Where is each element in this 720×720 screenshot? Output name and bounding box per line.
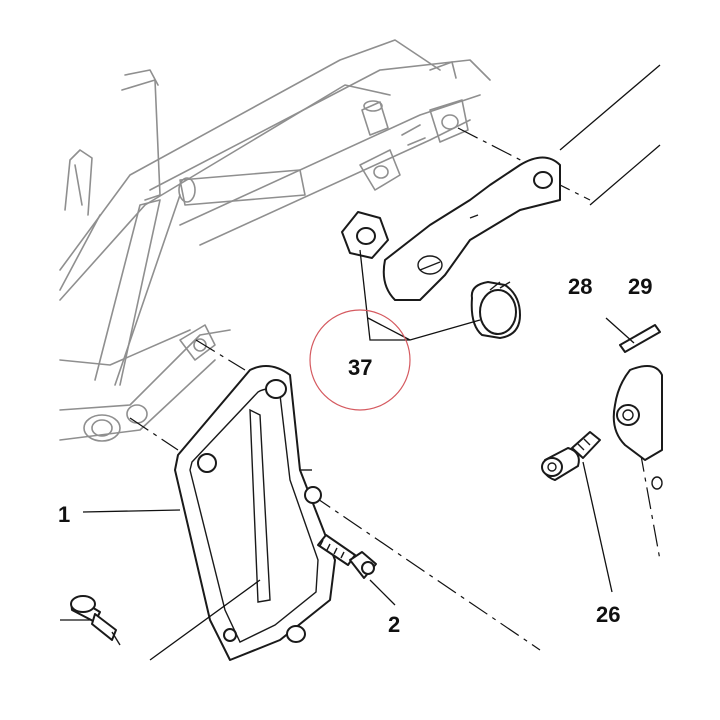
- leader-bottom: [149, 579, 261, 661]
- callout-28: 28: [568, 274, 592, 299]
- callout-1: 1: [58, 502, 70, 527]
- leader-2: [369, 579, 396, 606]
- highlight-ring: [309, 309, 411, 411]
- part-hex-nut: [341, 211, 389, 259]
- part-right-bracket: [612, 365, 663, 490]
- part-bolt: [317, 534, 377, 579]
- part-pin: [619, 324, 661, 353]
- part-pivot-pin: [70, 595, 121, 646]
- callout-26: 26: [596, 602, 620, 627]
- frame-structure: [59, 39, 491, 442]
- leader-lines: [60, 64, 661, 661]
- part-socket-screw: [541, 431, 601, 481]
- leader-right: [589, 144, 661, 206]
- leader-37b: [367, 317, 411, 341]
- leader-26: [582, 461, 613, 593]
- part-switch: [470, 281, 521, 339]
- callout-2: 2: [388, 612, 400, 637]
- leader-1: [82, 509, 181, 513]
- leader-28-29: [605, 317, 635, 344]
- leader-37: [359, 249, 481, 341]
- part-sensor-plate: [382, 156, 561, 301]
- leader-top-right: [559, 64, 661, 151]
- callout-37: 37: [348, 355, 372, 380]
- callout-29: 29: [628, 274, 652, 299]
- part-footrest-bracket: [174, 365, 336, 661]
- callout-labels: 1 2 26 28 29 37: [58, 274, 652, 637]
